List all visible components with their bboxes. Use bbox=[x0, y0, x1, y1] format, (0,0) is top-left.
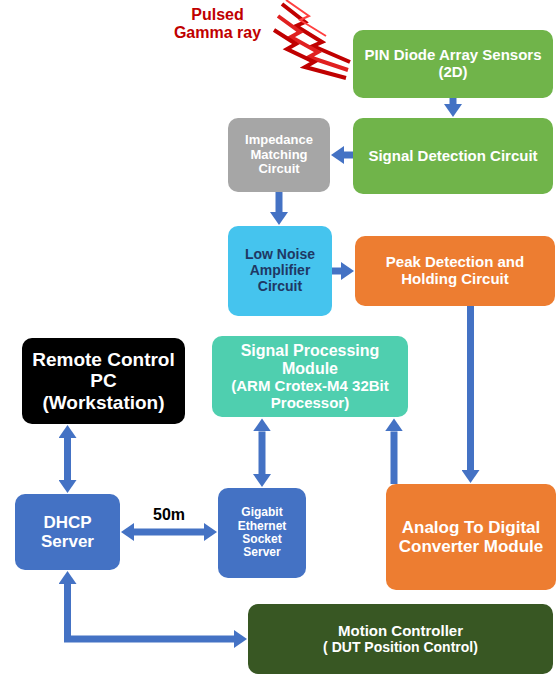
flow-arrow bbox=[332, 268, 341, 275]
node-text: ( DUT Position Control) bbox=[323, 640, 478, 656]
bolt bbox=[286, 0, 326, 36]
flow-arrow bbox=[467, 306, 474, 470]
node-text: (ARM Crotex-M4 32Bit Processor) bbox=[220, 378, 400, 412]
node-text: Signal Processing Module bbox=[220, 342, 400, 378]
computer-box: Remote Control PC (Workstation) bbox=[22, 338, 185, 424]
process-box: Low Noise Amplifier Circuit bbox=[228, 226, 332, 316]
controller-box: Motion Controller( DUT Position Control) bbox=[248, 604, 553, 674]
flow-arrow bbox=[344, 152, 353, 159]
node-text: Impedance Matching Circuit bbox=[236, 133, 322, 177]
flow-arrow bbox=[259, 431, 266, 474]
process-box: Impedance Matching Circuit bbox=[228, 118, 330, 192]
process-box: Peak Detection and Holding Circuit bbox=[355, 236, 555, 306]
server-box: DHCP Server bbox=[15, 494, 120, 570]
flow-arrow bbox=[134, 529, 204, 536]
node-text: Analog To Digital Converter Module bbox=[394, 518, 548, 556]
node-text: Peak Detection and Holding Circuit bbox=[363, 254, 547, 288]
process-box: Signal Detection Circuit bbox=[353, 118, 553, 194]
flow-arrow bbox=[450, 98, 457, 104]
node-text: Signal Detection Circuit bbox=[368, 148, 537, 165]
sensor-box: PIN Diode Array Sensors (2D) bbox=[353, 30, 553, 98]
converter-box: Analog To Digital Converter Module bbox=[386, 484, 556, 590]
flow-arrow bbox=[68, 584, 235, 639]
node-text: Low Noise Amplifier Circuit bbox=[236, 247, 324, 294]
bolt bbox=[274, 30, 346, 78]
flow-arrow bbox=[276, 192, 283, 212]
node-text: Gigabit Ethernet Socket Server bbox=[226, 506, 298, 560]
server-box: Gigabit Ethernet Socket Server bbox=[218, 488, 306, 578]
flow-arrow bbox=[391, 431, 398, 484]
node-text: Remote Control PC (Workstation) bbox=[30, 349, 177, 413]
flow-arrow bbox=[64, 438, 71, 480]
node-text: PIN Diode Array Sensors (2D) bbox=[361, 47, 545, 81]
gamma-ray-bolts bbox=[274, 0, 350, 78]
node-text: Motion Controller bbox=[338, 623, 463, 640]
processor-box: Signal Processing Module(ARM Crotex-M4 3… bbox=[212, 336, 408, 417]
node-text: DHCP Server bbox=[23, 513, 112, 551]
distance-label: 50m bbox=[151, 506, 187, 524]
annotation-label: Pulsed Gamma ray bbox=[165, 6, 270, 41]
